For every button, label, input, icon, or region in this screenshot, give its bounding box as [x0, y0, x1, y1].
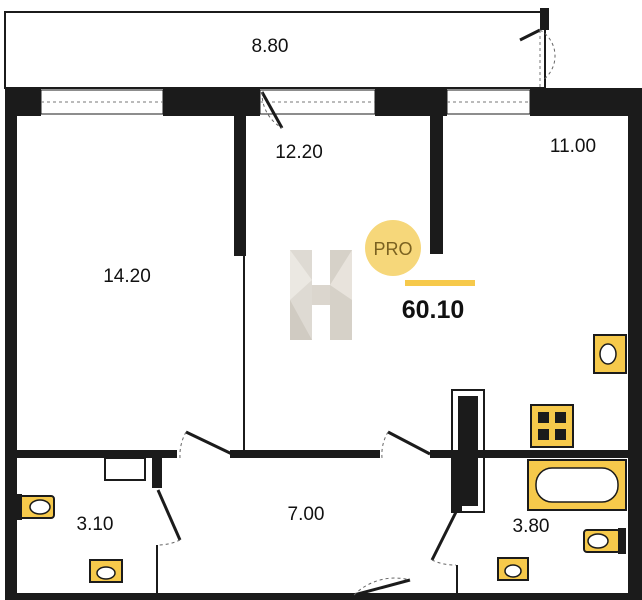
balcony-outline	[4, 11, 546, 89]
room-area-bedroom-left: 14.20	[103, 266, 151, 287]
wall-kitchen-stub	[430, 112, 443, 254]
interior-walls	[5, 112, 642, 600]
total-area-accent-bar	[405, 280, 475, 286]
duct-column-fill	[458, 396, 478, 506]
room-area-bedroom-right: 11.00	[550, 136, 596, 157]
room-area-toilet: 3.10	[77, 514, 114, 535]
room-area-balcony: 8.80	[252, 36, 289, 57]
sink-icon	[593, 334, 627, 374]
window-icon	[40, 89, 531, 115]
room-area-hall: 7.00	[288, 504, 325, 525]
pro-badge-label: PRO	[373, 239, 412, 259]
door-swing-icon	[260, 28, 556, 129]
room-area-kitchen-living: 12.20	[275, 142, 323, 163]
wall-bottom	[5, 593, 642, 600]
wall-bath-left	[452, 458, 462, 512]
shaft-box	[104, 457, 146, 481]
wall-horizontal-a	[5, 450, 177, 458]
wall-horizontal-c	[430, 450, 642, 458]
wall-horizontal-b	[230, 450, 380, 458]
wall-toilet-right	[152, 458, 162, 488]
wall-top-d	[530, 88, 642, 116]
outer-walls	[5, 88, 642, 600]
toilet-icon	[14, 494, 55, 520]
wall-left-bedroom-right	[234, 112, 246, 256]
wall-top-c	[375, 88, 447, 116]
brand-logo-icon	[290, 250, 352, 340]
total-area: 60.10	[402, 296, 465, 324]
toilet-icon	[583, 528, 626, 554]
sink-icon	[89, 559, 123, 583]
wall-left	[5, 88, 17, 600]
pro-badge: PRO	[365, 220, 421, 276]
balcony	[4, 8, 549, 89]
room-area-bathroom: 3.80	[513, 516, 550, 537]
balcony-wall-post	[540, 8, 549, 30]
stove-icon	[530, 404, 574, 448]
duct-column	[451, 389, 485, 513]
wall-right	[628, 88, 642, 600]
bathtub-icon	[527, 459, 627, 511]
sink-icon	[497, 557, 529, 581]
door-swing-icon	[156, 430, 458, 597]
pro-badge-circle	[365, 220, 421, 276]
wall-top-b	[163, 88, 260, 116]
